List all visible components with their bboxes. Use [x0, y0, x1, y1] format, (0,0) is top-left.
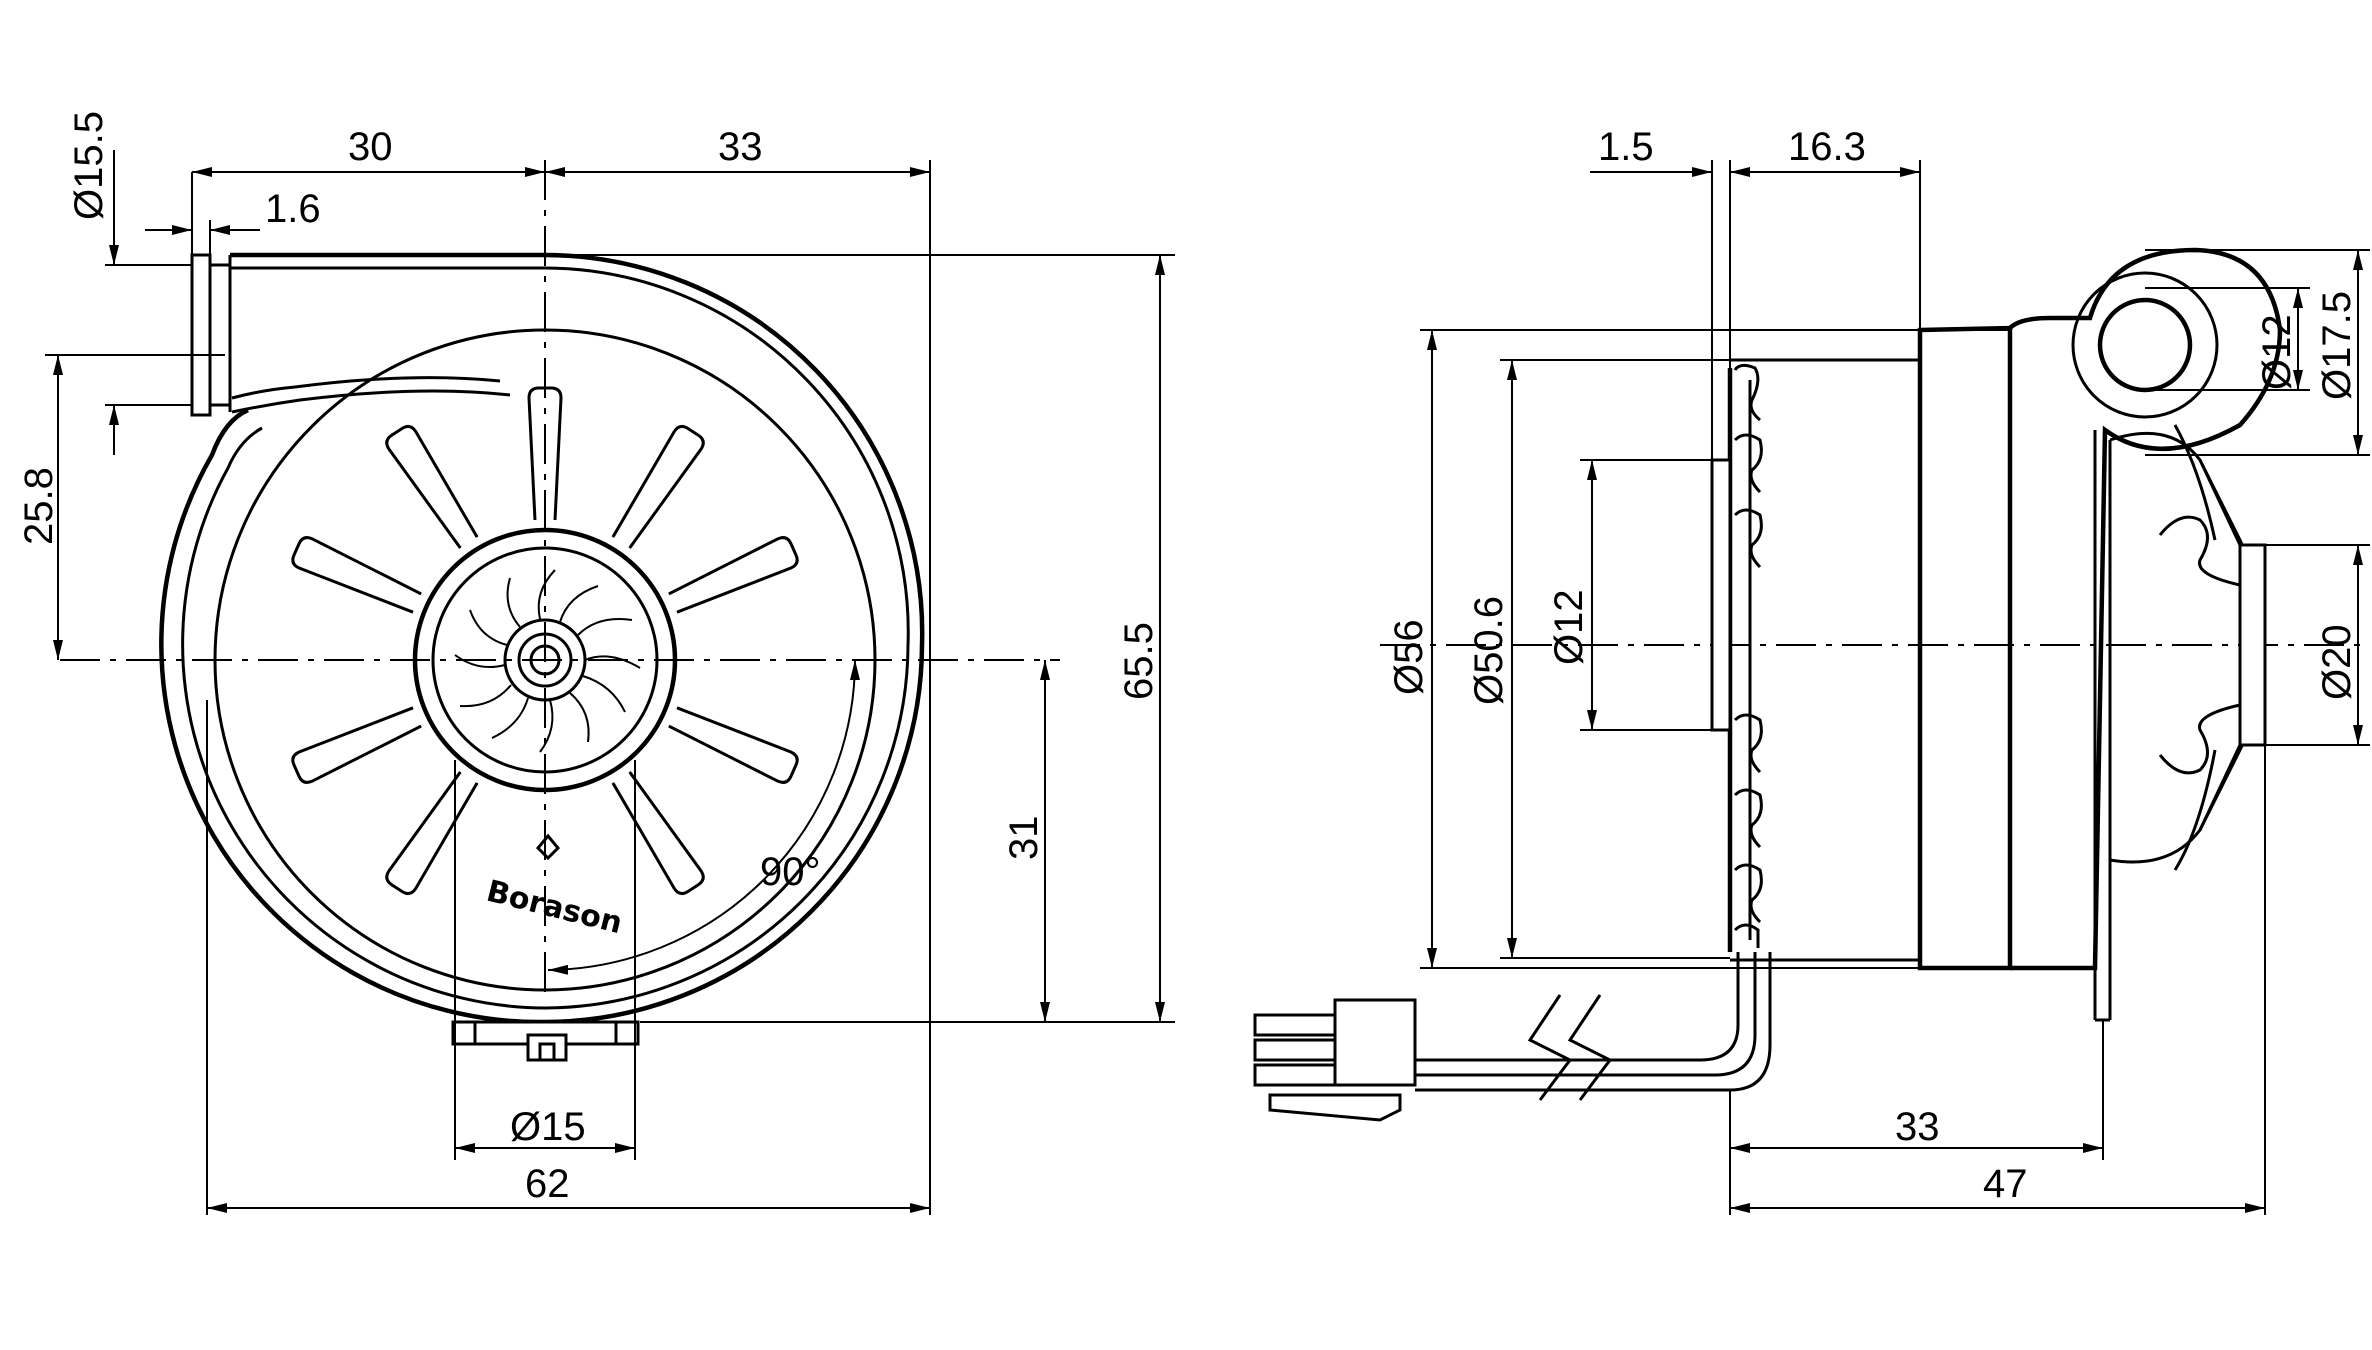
front-view: Borason 90° 30 33 1.6 Ø15.5: [17, 111, 1175, 1215]
bottom-connector: [451, 1020, 640, 1062]
fan-rim: [213, 328, 877, 992]
dim-width: 62: [525, 1162, 570, 1206]
motor-body: [1727, 325, 2013, 971]
dim-motor-diameter: Ø50.6: [1467, 596, 1511, 705]
motor-fins: [1733, 363, 1763, 948]
dim-bottom-diameter: Ø15: [510, 1105, 586, 1149]
dim-outlet-inner-diameter: Ø12: [2255, 314, 2299, 390]
dim-wall: 1.6: [265, 187, 321, 231]
outlet-bore: [2097, 297, 2193, 393]
outlet-flange: [190, 253, 232, 417]
dim-inlet-diameter: Ø20: [2315, 624, 2359, 700]
angle-label: 90°: [760, 850, 821, 894]
side-view: 1.5 16.3 Ø56 Ø50.6 Ø12 Ø12 Ø17.5 Ø20: [1253, 125, 2370, 1215]
shaft-stub: [1710, 458, 1732, 732]
dim-depth-top: 16.3: [1788, 125, 1866, 169]
scroll-housing: [159, 252, 925, 1025]
blower-housing: [2008, 247, 2283, 1022]
dim-flange: 1.5: [1598, 125, 1654, 169]
wire-connector: [1333, 998, 1417, 1087]
dim-depth-total: 47: [1983, 1162, 2028, 1206]
dim-shaft-diameter: Ø12: [1547, 589, 1591, 665]
inlet-collar: [2238, 543, 2267, 747]
dim-right-width: 33: [718, 125, 763, 169]
brand-logo: Borason: [483, 833, 626, 941]
dim-height: 65.5: [1117, 622, 1161, 700]
angle-arc: [547, 659, 860, 975]
dim-outlet-offset: 25.8: [17, 467, 61, 545]
dim-left-width: 30: [348, 125, 393, 169]
cable-assembly: [1253, 952, 1772, 1122]
dim-lower-height: 31: [1002, 816, 1046, 861]
logo-text: Borason: [483, 874, 626, 941]
dim-outer-diameter: Ø56: [1387, 619, 1431, 695]
outlet-ring: [2071, 271, 2219, 419]
dim-outlet-outer-diameter: Ø17.5: [2315, 291, 2359, 400]
logo-icon: [535, 833, 561, 861]
dim-depth-mid: 33: [1895, 1105, 1940, 1149]
dim-outlet-diameter: Ø15.5: [67, 111, 111, 220]
